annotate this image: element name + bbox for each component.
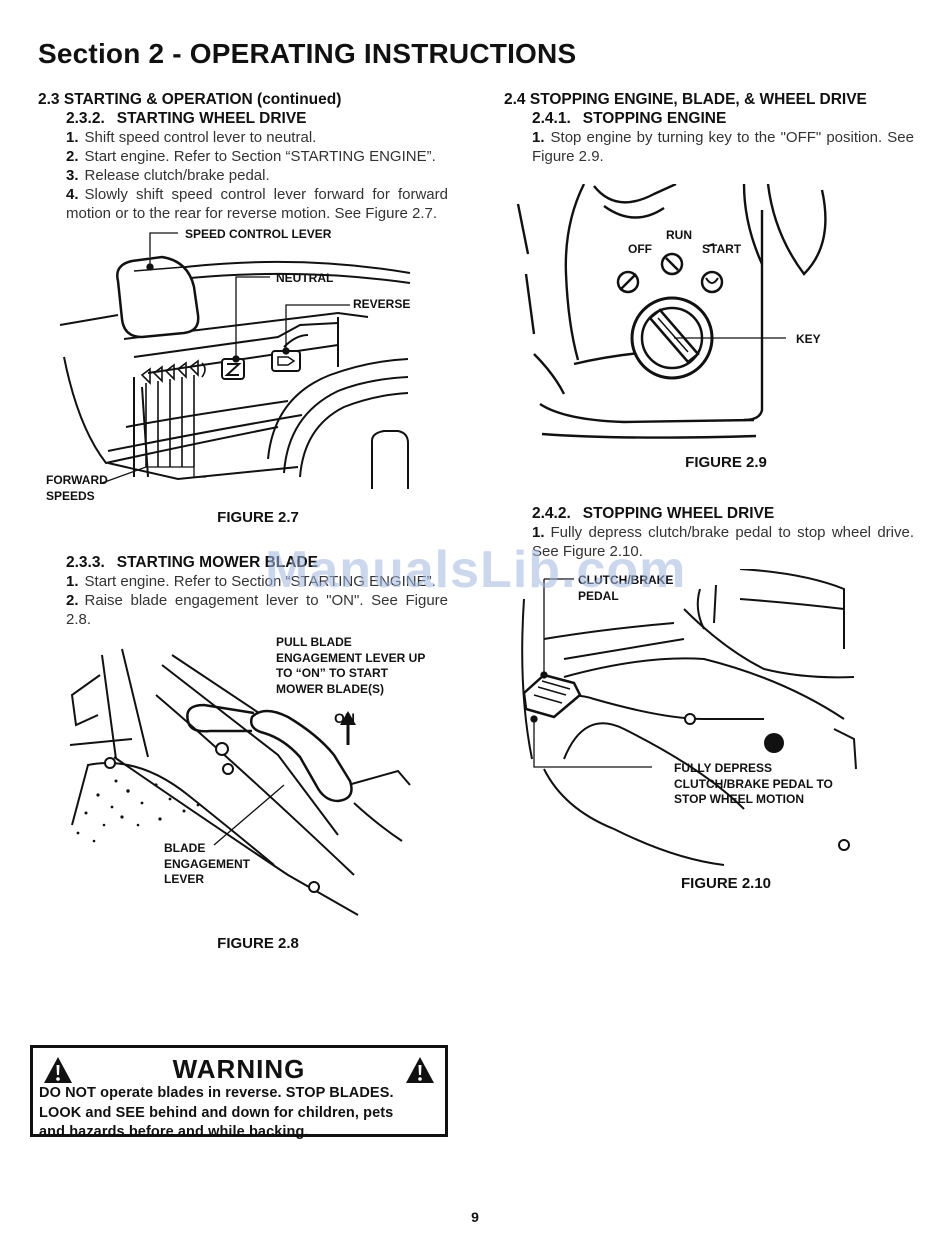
subsection-heading-2-4-2: 2.4.2. STOPPING WHEEL DRIVE [504,504,914,523]
fully-depress-label: FULLY DEPRESS CLUTCH/BRAKE PEDAL TO STOP… [674,761,833,808]
lever-label-line: BLADE [164,841,206,855]
step-text: Slowly shift speed control lever forward… [66,186,448,222]
section-heading-2-4: 2.4 STOPPING ENGINE, BLADE, & WHEEL DRIV… [504,91,867,108]
step-number: 1. [532,129,545,146]
figure-2-9-caption: FIGURE 2.9 [685,454,767,471]
page-number: 9 [471,1209,479,1225]
step-text: Start engine. Refer to Section “STARTING… [84,573,436,590]
pull-blade-label: PULL BLADE ENGAGEMENT LEVER UP TO “ON” T… [276,635,425,697]
warning-title: WARNING [172,1054,306,1084]
clutch-pedal-illustration [521,569,857,866]
step-item: 1. Start engine. Refer to Section “STARTI… [38,572,448,591]
ground-texture [76,779,200,843]
control-knob-icon [764,733,784,753]
warning-header: WARNING [39,1054,439,1084]
reverse-label: REVERSE [353,297,411,311]
step-text: Fully depress clutch/brake pedal to stop… [532,524,914,560]
clutch-brake-pedal-label: CLUTCH/BRAKE PEDAL [578,573,673,604]
start-label: START [702,242,742,256]
warning-line: DO NOT operate blades in reverse. STOP B… [39,1085,394,1101]
lever-handle-shape [116,255,200,339]
step-item: 1.Stop engine by turning key to the "OFF… [504,128,914,166]
lever-label-line: LEVER [164,872,205,886]
neutral-label: NEUTRAL [276,271,334,285]
pull-label-line: TO “ON” TO START [276,666,389,680]
subsection-heading-2-4-1: 2.4.1. STOPPING ENGINE [504,109,914,128]
forward-speed-marks [140,359,206,467]
subsection-number: 2.4.2. [532,505,571,522]
subsection-title: STARTING MOWER BLADE [116,554,318,571]
forward-label-line: FORWARD [46,473,108,487]
subsection-number: 2.3.2. [66,110,105,127]
step-text: Stop engine by turning key to the "OFF" … [532,129,914,165]
warning-triangle-icon [44,1057,72,1083]
page-title: Section 2 - OPERATING INSTRUCTIONS [38,38,577,69]
key-label: KEY [796,332,821,346]
lever-label-line: ENGAGEMENT [164,856,251,871]
subsection-title: STOPPING WHEEL DRIVE [582,505,775,522]
figure-2-7: SPEED CONTROL LEVER NEUTRAL REVERSE FORW… [38,227,438,545]
warning-line: LOOK and SEE behind and down for childre… [39,1104,394,1121]
depress-label-line: CLUTCH/BRAKE PEDAL TO [674,776,833,791]
step-number: 3. [66,167,79,184]
subsection-number: 2.3.3. [66,554,105,571]
step-number: 1. [66,129,79,146]
step-number: 2. [66,148,79,165]
speeds-label-line: SPEEDS [46,488,95,503]
off-label: OFF [628,242,652,256]
subsection-heading-2-3-2: 2.3.2. STARTING WHEEL DRIVE [38,109,448,128]
step-number: 1. [532,524,545,541]
figure-2-8: PULL BLADE ENGAGEMENT LEVER UP TO “ON” T… [38,635,438,965]
speed-control-lever-label: SPEED CONTROL LEVER [185,227,332,241]
step-text: Release clutch/brake pedal. [84,167,270,184]
blade-lever-illustration [69,648,411,916]
pull-label-line: PULL BLADE [276,635,352,649]
step-item: 1. Shift speed control lever to neutral. [38,128,448,147]
section-heading-2-3: 2.3 STARTING & OPERATION (continued) [38,91,342,108]
depress-label-line: STOP WHEEL MOTION [674,792,805,806]
blade-lever-shape [250,709,353,803]
step-text: Shift speed control lever to neutral. [84,129,317,146]
step-number: 1. [66,573,79,590]
pedal-label-line: PEDAL [578,588,619,603]
step-item: 4.Slowly shift speed control lever forwa… [38,185,448,223]
pedal-label-line: CLUTCH/BRAKE [578,573,674,587]
pull-label-line: MOWER BLADE(S) [276,681,384,696]
ignition-key-illustration [516,184,827,439]
warning-line: and hazards before and while backing. [39,1124,309,1140]
step-item: 1.Fully depress clutch/brake pedal to st… [504,523,914,561]
run-label: RUN [666,228,692,242]
figure-2-7-caption: FIGURE 2.7 [217,509,299,526]
on-label: ON [334,710,355,726]
figure-2-9: RUN OFF START KEY FIGURE 2.9 [504,184,904,502]
step-text: Raise blade engagement lever to "ON". Se… [66,592,448,628]
figure-2-10-caption: FIGURE 2.10 [680,875,772,892]
subsection-heading-2-3-3: 2.3.3. STARTING MOWER BLADE [38,553,448,572]
subsection-title: STARTING WHEEL DRIVE [116,110,307,127]
subsection-title: STOPPING ENGINE [582,110,727,127]
depress-label-line: FULLY DEPRESS [674,761,773,775]
subsection-number: 2.4.1. [532,110,571,127]
warning-triangle-icon [406,1057,434,1083]
step-item: 2. Start engine. Refer to Section “STARTI… [38,147,448,166]
speed-control-illustration [59,232,411,489]
step-number: 2. [66,592,79,609]
left-column: 2.3 STARTING & OPERATION (continued) 2.3… [38,90,448,965]
figure-2-10: CLUTCH/BRAKE PEDAL FULLY DEPRESS CLUTCH/… [504,569,914,909]
figure-2-8-caption: FIGURE 2.8 [217,935,299,952]
clutch-pedal-shape [522,673,582,719]
step-text: Start engine. Refer to Section “STARTING… [84,148,436,165]
forward-speeds-label: FORWARD SPEEDS [46,473,108,504]
pull-label-line: ENGAGEMENT LEVER UP [276,650,426,665]
step-item: 3. Release clutch/brake pedal. [38,166,448,185]
right-column: 2.4 STOPPING ENGINE, BLADE, & WHEEL DRIV… [504,90,914,909]
step-number: 4. [66,186,79,203]
step-item: 2.Raise blade engagement lever to "ON". … [38,591,448,629]
blade-engagement-lever-label: BLADE ENGAGEMENT LEVER [164,841,250,888]
warning-box: WARNING DO NOT operate blades in reverse… [30,1045,448,1140]
